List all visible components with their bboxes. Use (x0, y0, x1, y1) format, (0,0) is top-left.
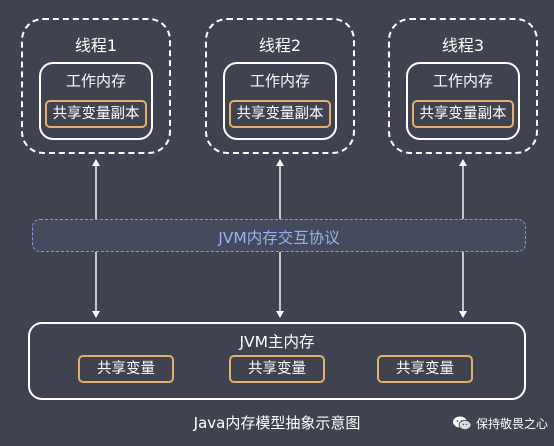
work-memory-title: 工作内存 (432, 72, 493, 90)
shared-variable-1: 共享变量 (78, 355, 174, 383)
work-memory-box: 工作内存 共享变量副本 (223, 62, 337, 140)
thread-box-1: 线程1 工作内存 共享变量副本 (21, 18, 171, 154)
shared-variable-copy: 共享变量副本 (45, 100, 147, 128)
wechat-icon (452, 416, 472, 430)
protocol-label: JVM内存交互协议 (218, 229, 340, 247)
shared-variable-2: 共享变量 (229, 355, 325, 383)
watermark: 保持敬畏之心 (452, 414, 548, 432)
work-memory-box: 工作内存 共享变量副本 (406, 62, 520, 140)
jvm-protocol-band: JVM内存交互协议 (32, 219, 526, 252)
main-memory-box: JVM主内存 共享变量 共享变量 共享变量 (28, 322, 526, 400)
diagram-caption: Java内存模型抽象示意图 (193, 414, 361, 432)
thread-box-2: 线程2 工作内存 共享变量副本 (205, 18, 355, 154)
thread-title: 线程2 (258, 36, 302, 55)
thread-box-3: 线程3 工作内存 共享变量副本 (388, 18, 538, 154)
shared-variable-3: 共享变量 (377, 355, 473, 383)
main-memory-title: JVM主内存 (239, 333, 315, 351)
shared-variable-copy: 共享变量副本 (229, 100, 331, 128)
shared-variable-copy: 共享变量副本 (412, 100, 514, 128)
thread-title: 线程1 (74, 36, 118, 55)
work-memory-title: 工作内存 (65, 72, 126, 90)
watermark-text: 保持敬畏之心 (475, 416, 548, 431)
work-memory-box: 工作内存 共享变量副本 (39, 62, 153, 140)
work-memory-title: 工作内存 (249, 72, 310, 90)
thread-title: 线程3 (441, 36, 485, 55)
